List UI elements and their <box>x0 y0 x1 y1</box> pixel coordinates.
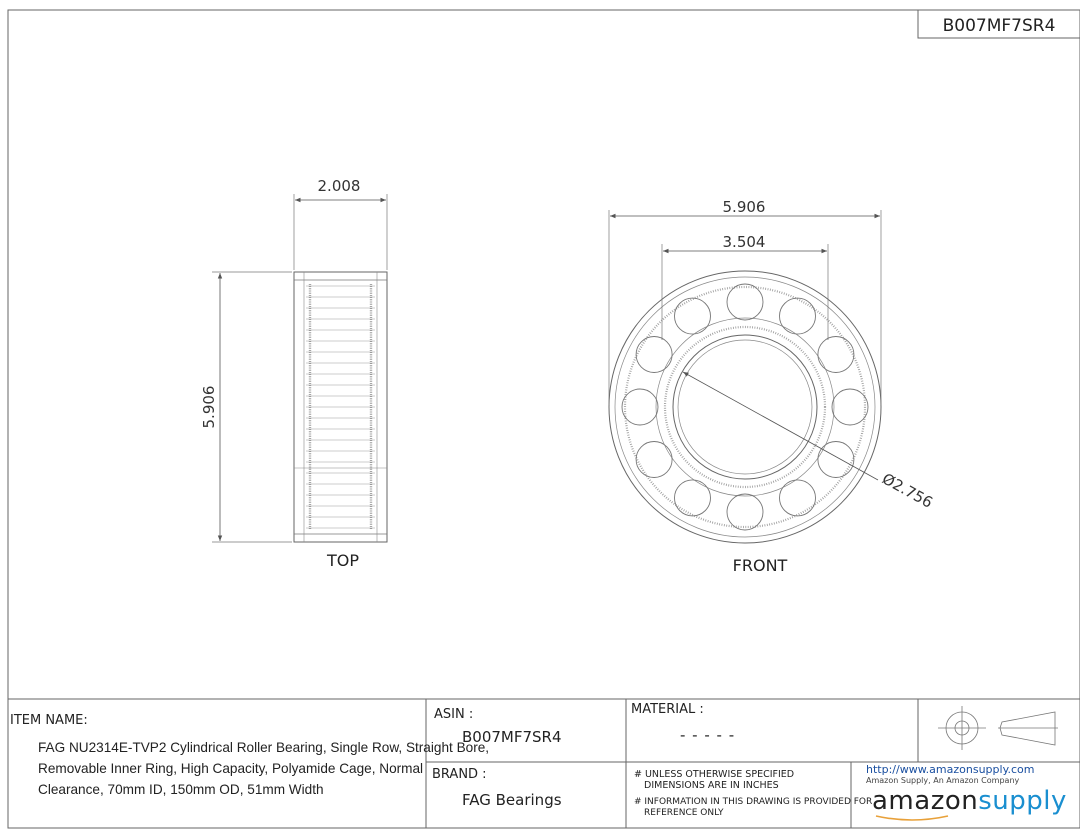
brand-value: FAG Bearings <box>462 791 562 809</box>
front-view-label: FRONT <box>733 556 788 575</box>
projection-symbol-icon <box>938 706 1058 750</box>
website-link[interactable]: http://www.amazonsupply.com <box>866 763 1035 776</box>
outer-ring-circle <box>608 270 882 544</box>
inner-race-circle <box>655 317 835 497</box>
note-reference-line-1: # INFORMATION IN THIS DRAWING IS PROVIDE… <box>634 797 873 807</box>
width-dimension-text: 2.008 <box>318 177 361 195</box>
roller-circle <box>831 388 869 426</box>
pitch-dimension-text: 3.504 <box>723 233 766 251</box>
roller-circle <box>817 441 855 478</box>
logo-smile-icon <box>875 815 949 821</box>
item-name-text: FAG NU2314E-TVP2 Cylindrical Roller Bear… <box>38 737 490 800</box>
roller-circle <box>635 336 673 373</box>
asin-value: B007MF7SR4 <box>462 728 562 746</box>
roller-circle <box>726 493 764 531</box>
part-number-box <box>917 9 1080 39</box>
note-reference-line-2: REFERENCE ONLY <box>644 808 724 818</box>
note-units: # UNLESS OTHERWISE SPECIFIED DIMENSIONS … <box>634 769 794 791</box>
part-number-label: B007MF7SR4 <box>943 16 1056 36</box>
material-label: MATERIAL : <box>631 702 704 717</box>
bore-leader-line <box>682 371 879 481</box>
bore-dimension-text: Ø2.756 <box>879 469 936 511</box>
top-view: 2.008 5.906 TOP <box>200 177 388 570</box>
logo-word-amazon: amazon <box>872 786 979 816</box>
roller-circle <box>674 479 711 517</box>
roller-circle <box>674 297 711 335</box>
height-dimension-text: 5.906 <box>200 386 218 429</box>
roller-circle <box>621 388 659 426</box>
sheet-border <box>7 9 1080 829</box>
item-name-line: Removable Inner Ring, High Capacity, Pol… <box>38 761 424 776</box>
roller-circle <box>817 336 855 373</box>
top-view-outline <box>293 271 388 543</box>
top-view-roller-lines <box>306 284 375 530</box>
top-view-label: TOP <box>326 551 359 570</box>
asin-label: ASIN : <box>434 707 474 722</box>
front-view: 5.906 3.504 Ø2.756 FRONT <box>608 198 936 575</box>
logo-word-supply: supply <box>978 786 1067 816</box>
roller-circle <box>779 297 816 335</box>
item-name-label: ITEM NAME: <box>10 713 88 728</box>
bore-circle <box>672 334 818 480</box>
roller-circle <box>635 441 673 478</box>
item-name-line: Clearance, 70mm ID, 150mm OD, 51mm Width <box>38 782 324 797</box>
material-value: - - - - - <box>680 726 736 744</box>
note-units-line-2: DIMENSIONS ARE IN INCHES <box>644 780 779 791</box>
company-text: Amazon Supply, An Amazon Company <box>866 776 1020 785</box>
title-block-grid <box>8 698 1080 828</box>
roller-circle <box>726 283 764 321</box>
note-reference: # INFORMATION IN THIS DRAWING IS PROVIDE… <box>634 797 872 819</box>
brand-label: BRAND : <box>432 767 487 782</box>
outer-dimension-text: 5.906 <box>723 198 766 216</box>
roller-circle <box>779 479 816 517</box>
front-view-rollers <box>621 283 869 531</box>
item-name-line: FAG NU2314E-TVP2 Cylindrical Roller Bear… <box>38 740 490 755</box>
note-units-line-1: # UNLESS OTHERWISE SPECIFIED <box>634 769 795 780</box>
amazon-supply-logo: amazonsupply <box>872 786 1067 816</box>
